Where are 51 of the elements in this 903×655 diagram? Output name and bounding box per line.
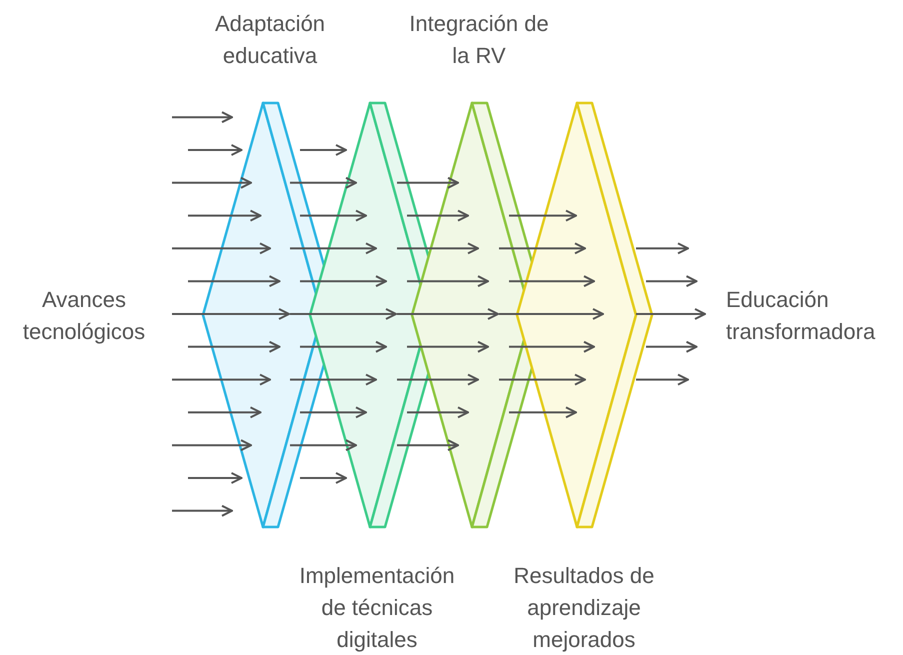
stage-label: Resultados de aprendizaje mejorados [512, 562, 656, 654]
arrow [300, 144, 347, 156]
arrow [499, 242, 586, 254]
arrow [397, 374, 479, 386]
arrow [397, 439, 459, 452]
arrow [188, 210, 262, 222]
arrow [188, 406, 262, 418]
arrow [509, 340, 595, 353]
arrow [509, 210, 577, 222]
arrow [172, 504, 233, 517]
arrow [636, 308, 706, 320]
stage-label: Integración de la RV [408, 10, 550, 70]
arrow [397, 308, 499, 320]
arrow [509, 275, 595, 288]
arrow [172, 176, 252, 189]
arrow [172, 439, 252, 452]
arrow [300, 472, 347, 484]
arrow [290, 439, 357, 452]
arrow [290, 176, 357, 189]
arrow [509, 406, 577, 418]
node-label: Avances tecnológicos [22, 286, 146, 346]
stage-label: Implementación de técnicas digitales [298, 562, 456, 654]
arrow [172, 374, 271, 386]
arrow [407, 406, 469, 418]
arrow [397, 242, 479, 254]
node-label: Educación transformadora [726, 286, 876, 346]
arrow [300, 210, 367, 222]
arrow [646, 275, 698, 288]
arrow [407, 340, 489, 353]
arrow [188, 472, 242, 484]
arrow [290, 242, 377, 254]
arrow [397, 176, 459, 189]
arrow [172, 111, 233, 124]
arrow [636, 242, 689, 254]
arrow [188, 275, 280, 288]
arrow [636, 374, 689, 386]
arrow [188, 144, 242, 156]
arrow [300, 340, 387, 353]
arrow [407, 210, 469, 222]
arrow [290, 374, 377, 386]
arrow [499, 308, 604, 320]
arrow [188, 340, 280, 353]
arrow [172, 308, 290, 320]
arrow [646, 340, 698, 353]
arrow [499, 374, 586, 386]
arrow [300, 275, 387, 288]
stage-label: Adaptación educativa [214, 10, 326, 70]
arrow [407, 275, 489, 288]
arrow [172, 242, 271, 254]
arrow [300, 406, 367, 418]
arrow [290, 308, 397, 320]
